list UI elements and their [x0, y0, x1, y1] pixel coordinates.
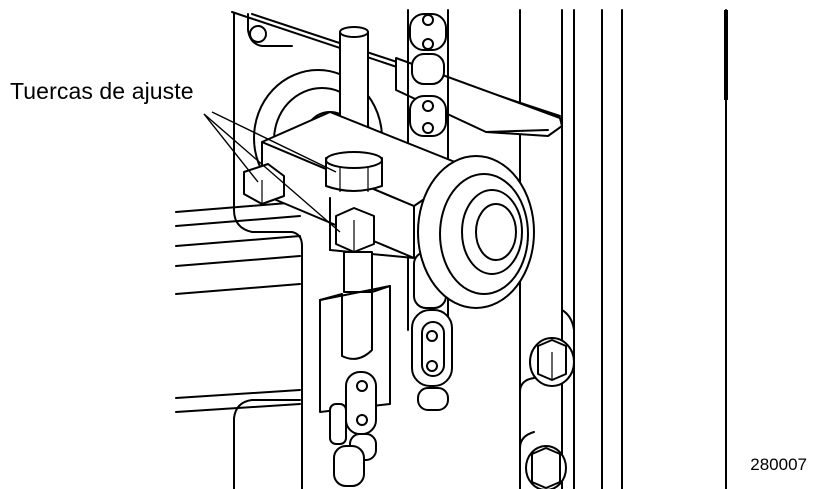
frame-rails [519, 9, 728, 489]
right-roller-wheel [417, 155, 535, 309]
roller-chain-left [329, 371, 377, 487]
horizontal-rails [175, 201, 301, 413]
adjustment-nut-top [325, 151, 383, 192]
callout-leader-lines [203, 111, 341, 233]
figure-number: 280007 [750, 455, 807, 474]
right-plate-cutouts [519, 309, 575, 449]
callout-label: Tuercas de ajuste [10, 78, 194, 104]
adjustment-nut-front [335, 207, 375, 253]
hex-bolt-upper [529, 337, 575, 387]
roller-chain-right [407, 9, 453, 411]
back-plate [233, 13, 303, 489]
hex-bolt-lower [525, 445, 567, 489]
lower-rod [343, 251, 373, 293]
